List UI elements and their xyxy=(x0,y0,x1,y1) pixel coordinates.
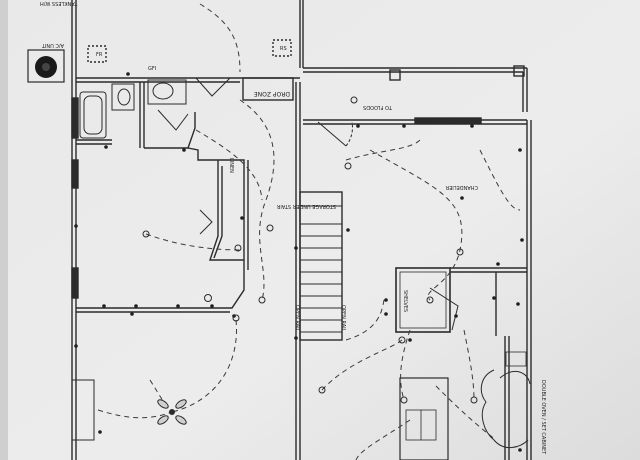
stairs xyxy=(299,191,343,341)
label-under-stairs: STORAGE UNDER STAIR xyxy=(276,203,336,209)
ceiling-fan-icon xyxy=(157,399,187,425)
bath-fixtures xyxy=(79,79,187,139)
walls xyxy=(71,0,532,460)
label-ac-unit: A/C UNIT xyxy=(41,42,64,48)
label-linen: LINEN xyxy=(228,158,234,173)
label-open-rail: OPEN RAIL xyxy=(294,305,300,332)
plan-labels: TANKLESS W/H A/C UNIT DROP ZONE TO FLOOD… xyxy=(40,0,546,455)
label-fr: FR xyxy=(96,52,103,58)
label-shelves: SHELVES xyxy=(402,290,408,312)
door-swings xyxy=(157,77,459,331)
ac-unit xyxy=(27,49,65,83)
left-margin-shade xyxy=(0,0,8,460)
posts xyxy=(87,39,525,81)
label-tankless: TANKLESS W/H xyxy=(40,0,79,6)
light-fixtures xyxy=(142,96,478,404)
electrical-runs xyxy=(97,3,521,460)
label-double-ovens: DOUBLE OVEN / SET CABINET xyxy=(540,380,546,455)
outlets xyxy=(74,72,524,452)
label-open-rail-2: OPEN RAIL xyxy=(340,305,346,332)
label-to-floods: TO FLOODS xyxy=(363,104,393,110)
label-gfi: GFI xyxy=(148,66,156,72)
label-chandelier: CHANDELIER xyxy=(445,184,478,190)
label-rs: RS xyxy=(280,46,287,52)
label-drop-zone: DROP ZONE xyxy=(254,90,290,97)
countertop-outline xyxy=(480,369,531,448)
